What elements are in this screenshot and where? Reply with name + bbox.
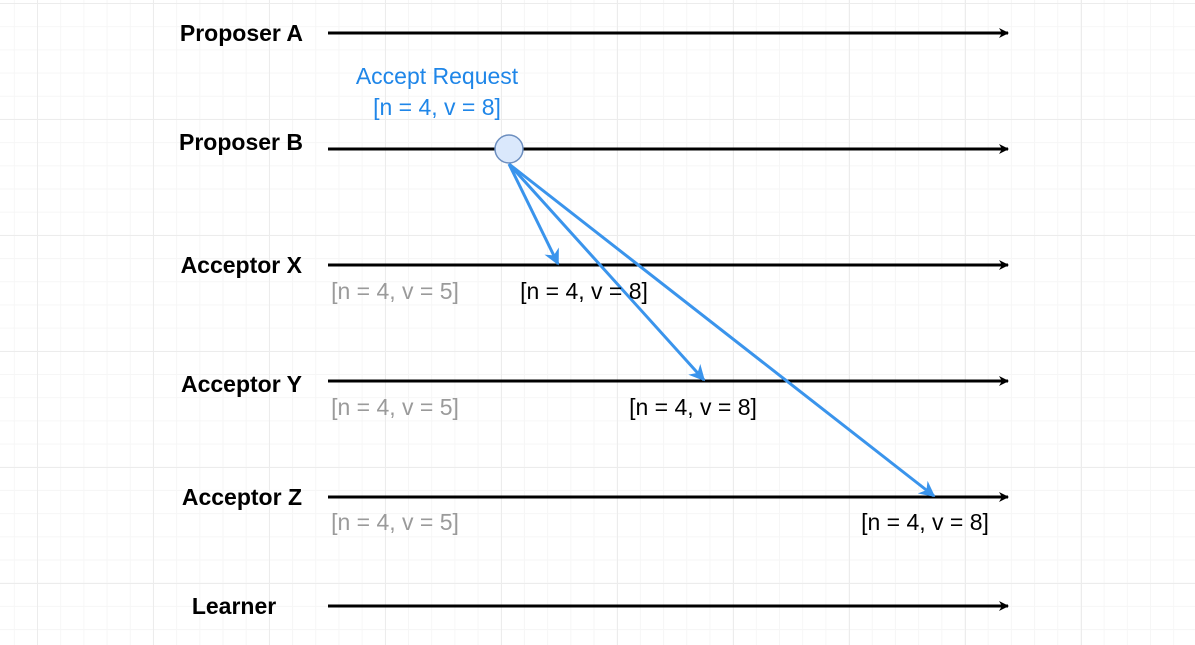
proposer-b-send-node — [494, 134, 524, 164]
accept-request-payload: [n = 4, v = 8] — [373, 94, 501, 120]
prior-value-acceptor-y: [n = 4, v = 5] — [331, 394, 459, 420]
lane-label-proposer-a: Proposer A — [180, 20, 303, 46]
lane-label-acceptor-x: Acceptor X — [181, 252, 303, 278]
new-value-acceptor-x: [n = 4, v = 8] — [520, 278, 648, 304]
prior-value-acceptor-z: [n = 4, v = 5] — [331, 509, 459, 535]
lane-label-acceptor-y: Acceptor Y — [181, 371, 302, 397]
message-arrow-to-acceptor-z — [508, 162, 936, 498]
new-value-acceptor-y: [n = 4, v = 8] — [629, 394, 757, 420]
prior-value-acceptor-x: [n = 4, v = 5] — [331, 278, 459, 304]
lane-label-acceptor-z: Acceptor Z — [182, 484, 302, 510]
message-arrow-to-acceptor-x — [507, 163, 560, 266]
lane-label-proposer-b: Proposer B — [179, 129, 303, 155]
message-arrow-to-acceptor-y — [507, 162, 706, 382]
new-value-acceptor-z: [n = 4, v = 8] — [861, 509, 989, 535]
accept-request-title: Accept Request — [356, 63, 519, 89]
lane-label-learner: Learner — [192, 593, 276, 619]
